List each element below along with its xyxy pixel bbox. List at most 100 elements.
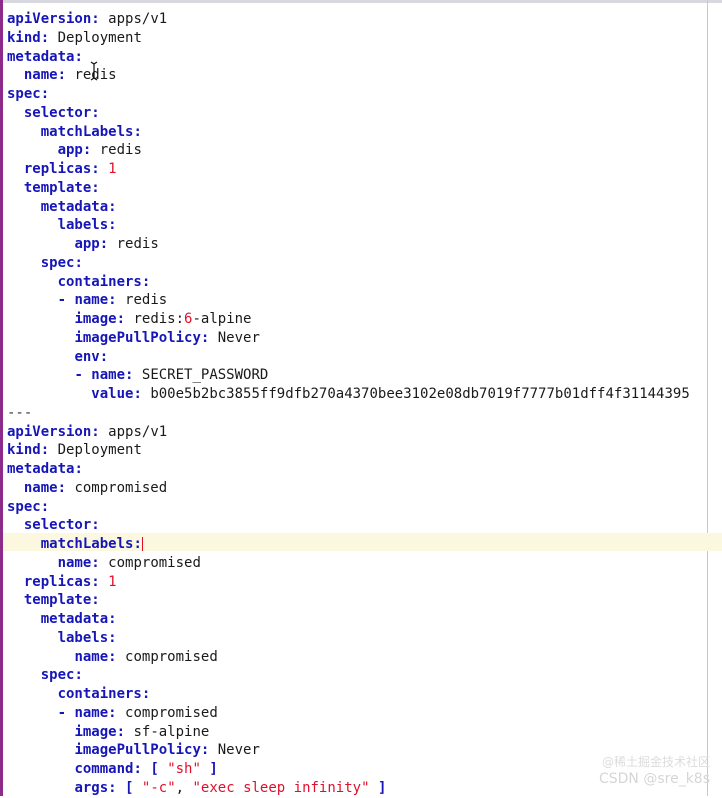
yaml-value: Deployment <box>57 29 142 46</box>
yaml-value: compromised <box>74 479 168 496</box>
yaml-value: SECRET_PASSWORD <box>141 367 269 384</box>
yaml-value: compromised <box>125 648 218 665</box>
yaml-key: spec <box>7 86 41 102</box>
key-colon: : <box>108 198 117 215</box>
code-line[interactable]: containers: <box>7 273 722 292</box>
text-caret <box>141 537 143 551</box>
code-line[interactable]: value: b00e5b2bc3855ff9dfb270a4370bee310… <box>7 385 722 404</box>
code-line[interactable]: env: <box>7 348 722 367</box>
line-indent <box>7 105 24 121</box>
key-colon: : <box>40 29 50 46</box>
line-indent <box>7 67 24 83</box>
line-indent <box>7 292 58 308</box>
line-indent <box>7 686 58 702</box>
code-line[interactable]: - name: SECRET_PASSWORD <box>7 366 722 385</box>
code-line[interactable]: metadata: <box>7 198 722 217</box>
yaml-number-value: 6 <box>184 311 193 327</box>
key-colon: : <box>99 348 109 365</box>
code-line[interactable]: image: redis:6-alpine <box>7 310 722 329</box>
line-indent <box>7 667 41 683</box>
code-line[interactable]: spec: <box>7 85 722 104</box>
yaml-value: Never <box>217 742 260 759</box>
yaml-key: template <box>23 592 92 609</box>
code-line[interactable]: spec: <box>7 254 722 273</box>
line-indent <box>7 592 24 608</box>
code-line[interactable]: containers: <box>7 685 722 704</box>
code-line[interactable]: template: <box>7 591 722 610</box>
code-line[interactable]: apiVersion: apps/v1 <box>7 423 722 442</box>
code-line[interactable]: selector: <box>7 104 722 123</box>
code-line[interactable]: metadata: <box>7 48 722 67</box>
code-line[interactable]: --- <box>7 404 722 423</box>
key-colon: : <box>91 573 100 590</box>
line-indent <box>7 480 24 496</box>
code-line[interactable]: image: sf-alpine <box>7 723 722 742</box>
code-line[interactable]: apiVersion: apps/v1 <box>7 10 722 29</box>
code-line[interactable]: matchLabels: <box>7 123 722 142</box>
code-line[interactable]: matchLabels: <box>7 535 722 554</box>
yaml-key: selector <box>23 517 92 534</box>
yaml-key: metadata <box>7 461 75 477</box>
list-dash: - <box>74 367 92 384</box>
yaml-key: containers <box>57 273 142 290</box>
line-indent <box>7 217 58 233</box>
yaml-key: app <box>57 142 83 159</box>
key-colon: : <box>82 142 92 159</box>
yaml-key: labels <box>57 629 109 646</box>
code-line[interactable]: app: redis <box>7 235 722 254</box>
code-line[interactable]: imagePullPolicy: Never <box>7 741 722 760</box>
line-indent <box>7 180 24 196</box>
yaml-key: matchLabels <box>40 123 134 140</box>
code-line[interactable]: template: <box>7 179 722 198</box>
key-colon: : <box>108 704 117 721</box>
key-colon: : <box>91 554 100 571</box>
yaml-value: Never <box>217 329 260 346</box>
key-colon: : <box>57 67 67 84</box>
yaml-key: spec <box>7 498 41 515</box>
code-line[interactable]: replicas: 1 <box>7 573 722 592</box>
key-colon: : <box>133 386 142 402</box>
yaml-key: imagePullPolicy <box>74 329 201 346</box>
key-colon: : <box>74 254 83 271</box>
yaml-value: redis <box>99 142 142 159</box>
yaml-value: redis: <box>133 311 185 327</box>
code-line[interactable]: name: compromised <box>7 554 722 573</box>
code-line[interactable]: kind: Deployment <box>7 441 722 460</box>
line-indent <box>7 649 74 665</box>
code-line[interactable]: name: compromised <box>7 648 722 667</box>
list-dash: - <box>57 292 75 309</box>
code-line[interactable]: name: compromised <box>7 479 722 498</box>
key-colon: : <box>91 423 100 440</box>
yaml-key: spec <box>40 254 75 271</box>
scrollbar-edge[interactable] <box>707 0 708 796</box>
key-colon: : <box>57 479 67 496</box>
code-line[interactable]: labels: <box>7 216 722 235</box>
key-colon: : <box>200 329 210 346</box>
code-line[interactable]: - name: redis <box>7 291 722 310</box>
code-line[interactable]: spec: <box>7 666 722 685</box>
list-comma: , <box>175 779 185 796</box>
key-colon: : <box>91 104 100 121</box>
code-line[interactable]: name: redis <box>7 66 722 85</box>
code-line[interactable]: app: redis <box>7 141 722 160</box>
key-colon: : <box>200 742 210 759</box>
yaml-key: env <box>74 348 100 365</box>
code-line[interactable]: labels: <box>7 629 722 648</box>
yaml-key: name <box>91 367 126 384</box>
code-line[interactable]: imagePullPolicy: Never <box>7 329 722 348</box>
code-line[interactable]: - name: compromised <box>7 704 722 723</box>
code-line[interactable]: spec: <box>7 498 722 517</box>
key-colon: : <box>116 723 126 740</box>
yaml-key: apiVersion <box>7 11 92 27</box>
line-indent <box>7 142 58 158</box>
code-line[interactable]: replicas: 1 <box>7 160 722 179</box>
code-line[interactable]: kind: Deployment <box>7 29 722 48</box>
code-line[interactable]: metadata: <box>7 610 722 629</box>
code-line[interactable]: args: [ "-c", "exec sleep infinity" ] <box>7 779 722 798</box>
yaml-key: value <box>91 386 134 402</box>
key-colon: : <box>116 311 126 327</box>
code-line[interactable]: command: [ "sh" ] <box>7 760 722 779</box>
code-line[interactable]: selector: <box>7 516 722 535</box>
code-line[interactable]: metadata: <box>7 460 722 479</box>
